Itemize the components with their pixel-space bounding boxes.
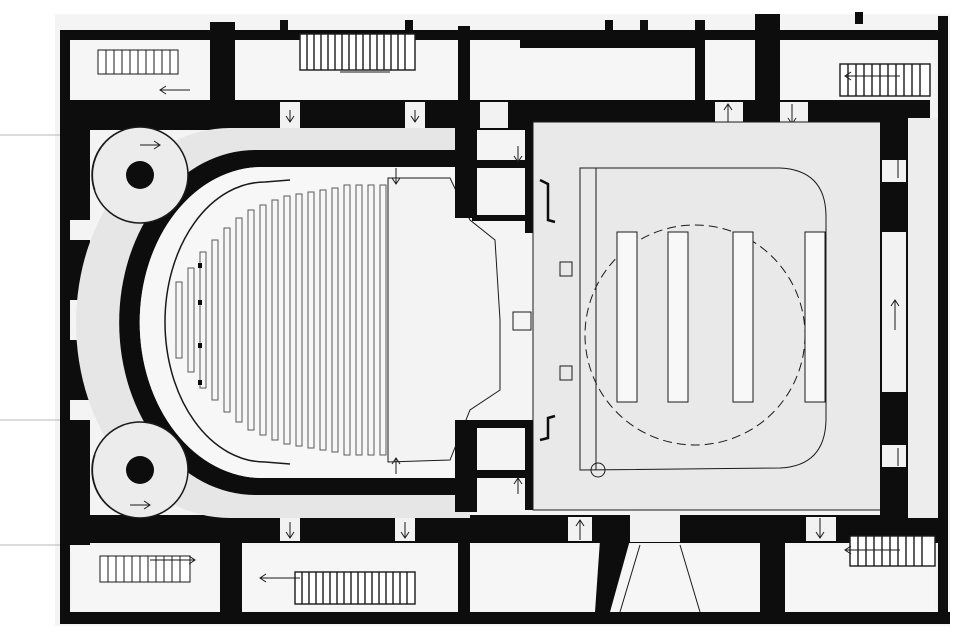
staircase-icon (294, 571, 416, 605)
staircase-icon (91, 126, 189, 224)
auditorium-rail (164, 179, 291, 465)
door-icon (882, 445, 906, 467)
stair-arrow-icon (391, 146, 900, 494)
stair-arrow-icon (150, 518, 900, 583)
stage-outline (579, 167, 827, 471)
door-icon (630, 510, 680, 542)
bottom-rooms (60, 510, 940, 620)
staircase-icon (99, 555, 191, 583)
staircase-icon (849, 535, 936, 567)
stage-traps (616, 231, 826, 403)
stage-markers (512, 261, 606, 478)
seating-rows (175, 184, 387, 456)
door-icon (480, 102, 508, 128)
proscenium-hooks (539, 178, 556, 442)
staircase-icon (97, 49, 179, 75)
staircase-icon (839, 63, 931, 97)
staircase-icon (91, 421, 189, 519)
door-icon (882, 232, 906, 392)
staircase-icon (299, 33, 416, 71)
aisle-markers (198, 263, 202, 385)
scan-artifacts (0, 134, 60, 546)
stage-wings (455, 128, 533, 512)
door-icon (882, 160, 906, 182)
stair-arrow-icon (159, 71, 900, 125)
stage-floor (532, 121, 884, 511)
